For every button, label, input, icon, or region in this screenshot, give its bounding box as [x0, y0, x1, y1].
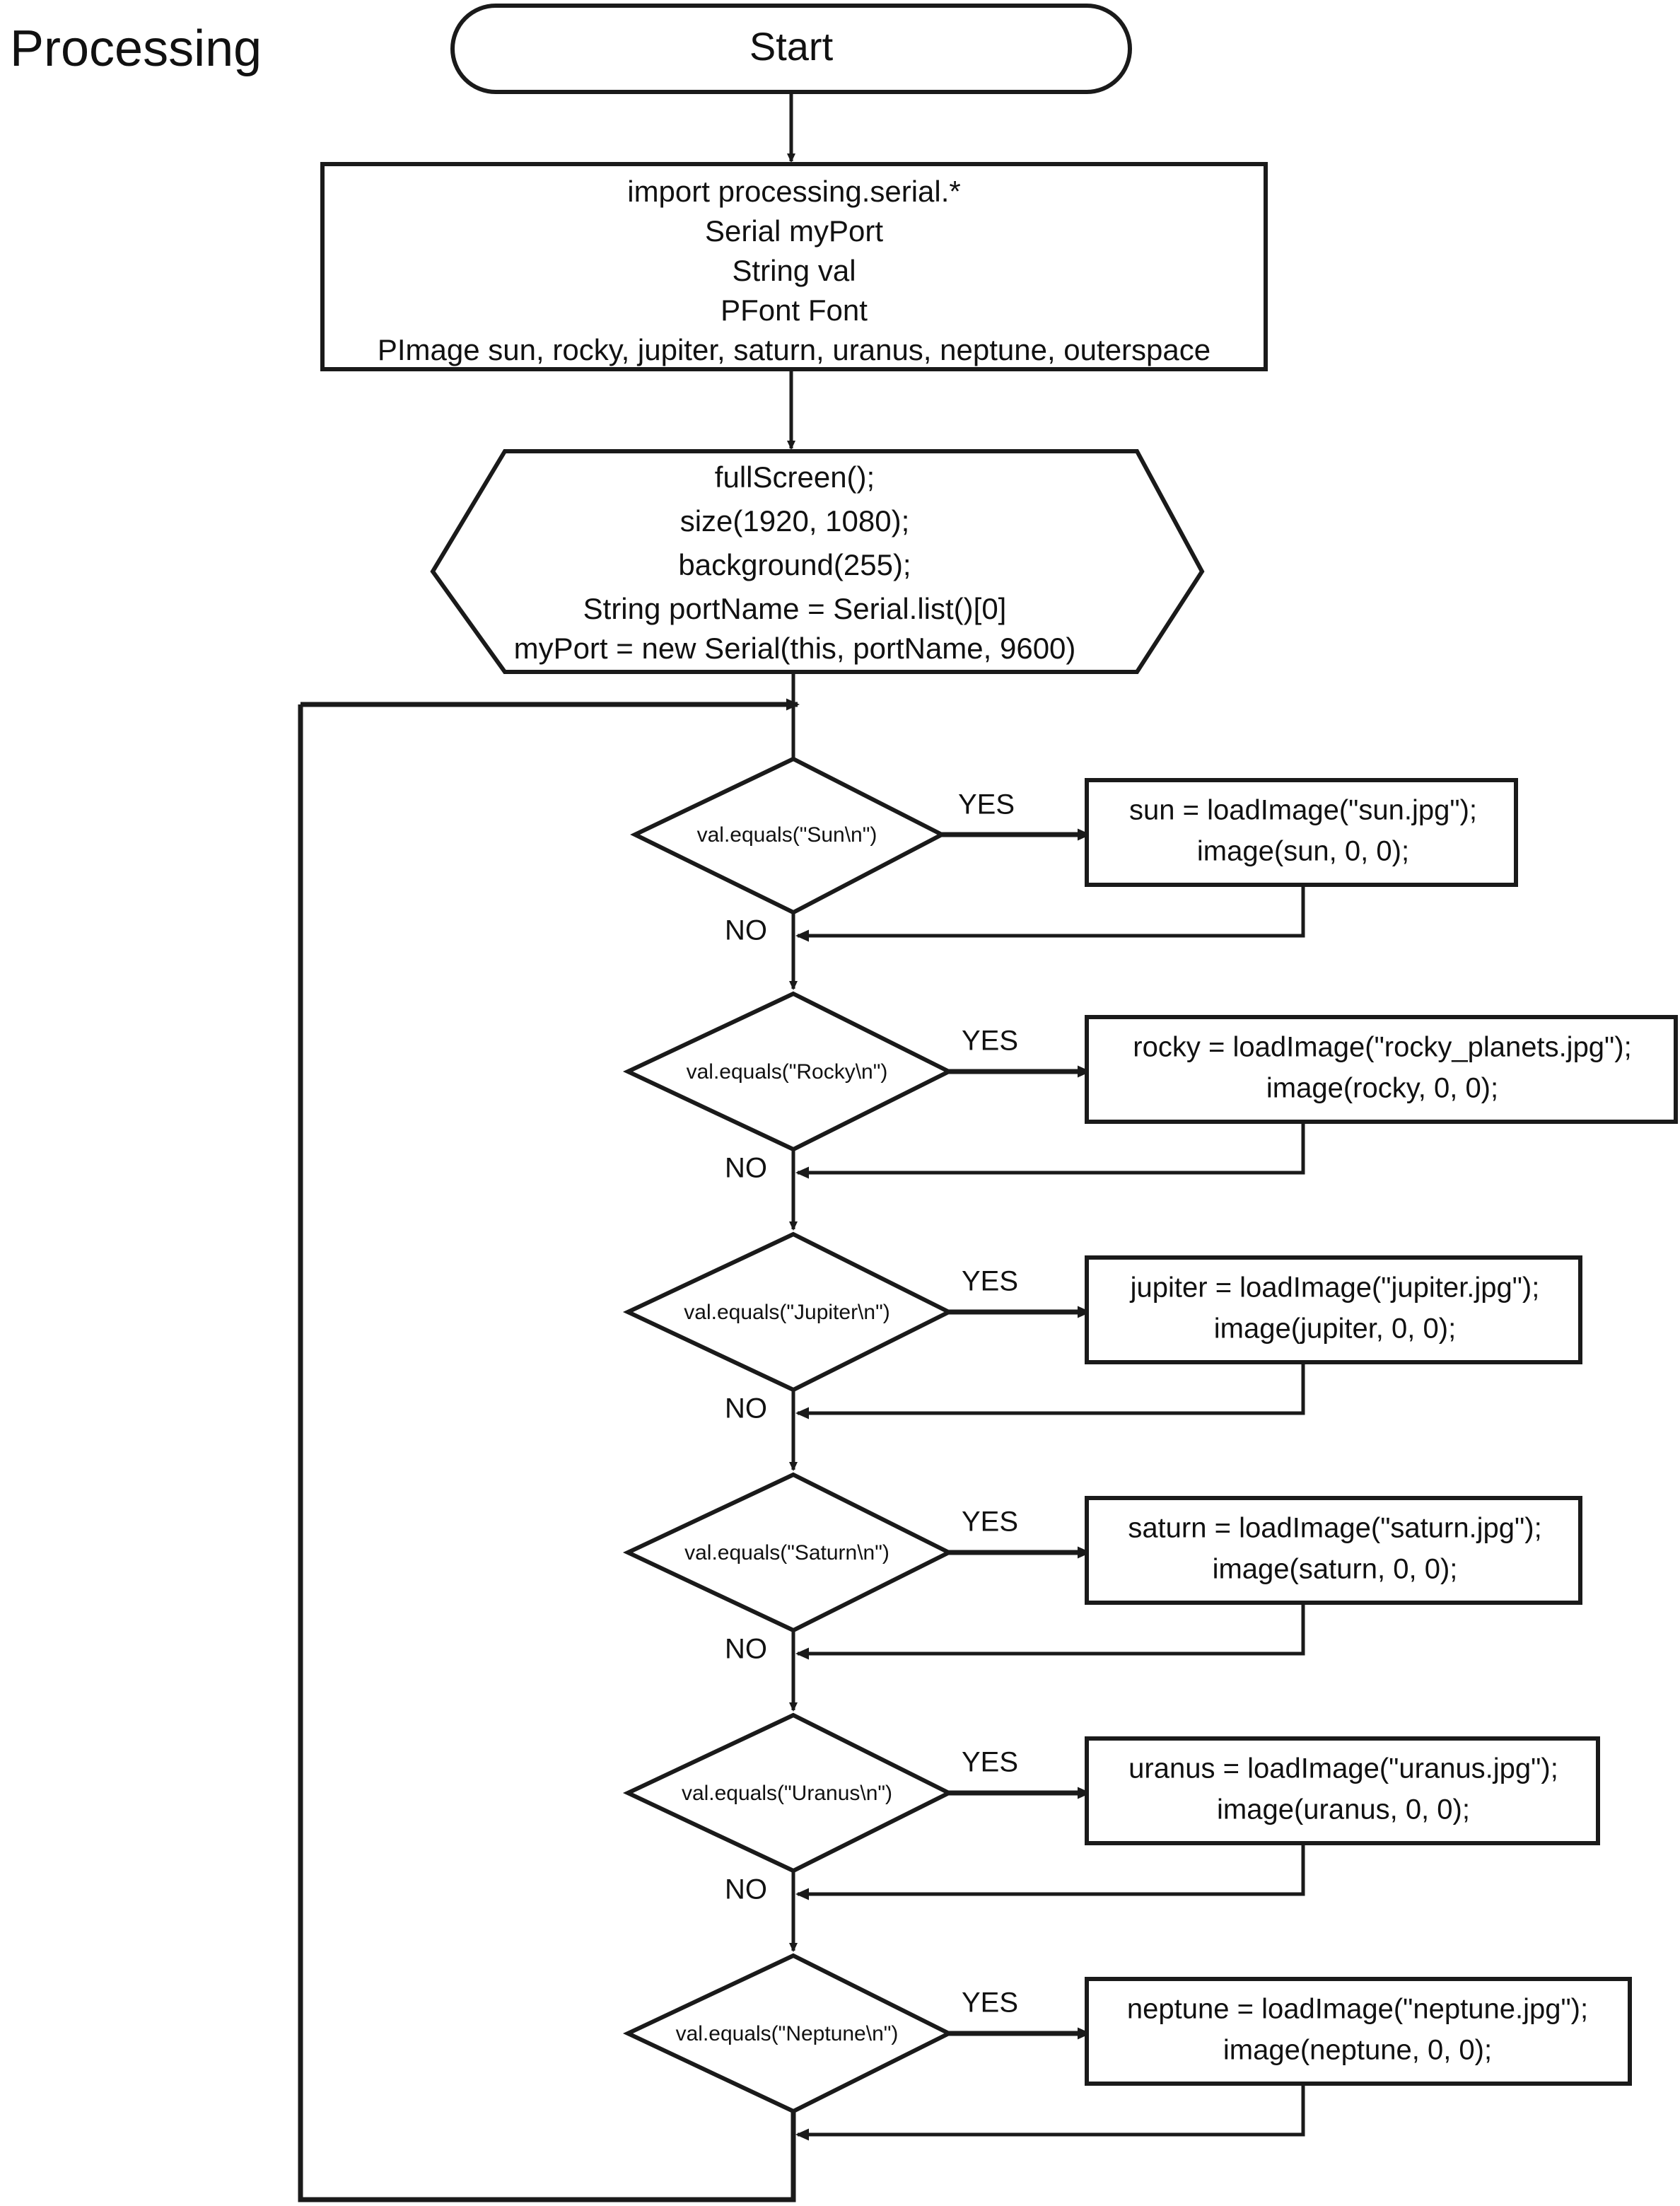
branch-yes-label-sun: YES — [958, 789, 1015, 820]
connector-global-loopback — [298, 704, 796, 2202]
action-label-uranus-line-1: uranus = loadImage("uranus.jpg"); — [1128, 1753, 1558, 1784]
branch-yes-label-neptune: YES — [962, 1987, 1018, 2019]
action-label-saturn-line-2: image(saturn, 0, 0); — [1213, 1554, 1458, 1585]
decision-label-sun: val.equals("Sun\n") — [697, 823, 877, 847]
declaration-line-2: Serial myPort — [705, 214, 883, 248]
action-node-sun[interactable] — [1085, 778, 1518, 887]
action-label-saturn-line-1: saturn = loadImage("saturn.jpg"); — [1128, 1513, 1541, 1544]
branch-yes-label-saturn: YES — [962, 1507, 1018, 1538]
connector-return-uranus — [795, 1843, 1305, 1900]
page-title: Processing — [10, 21, 262, 77]
action-node-saturn[interactable] — [1085, 1496, 1582, 1605]
branch-no-label-uranus: NO — [725, 1874, 767, 1905]
declaration-line-5: PImage sun, rocky, jupiter, saturn, uran… — [378, 333, 1211, 366]
setup-line-3: background(255); — [678, 548, 911, 581]
branch-yes-label-uranus: YES — [962, 1747, 1018, 1778]
branch-no-label-jupiter: NO — [725, 1393, 767, 1424]
action-node-rocky[interactable] — [1085, 1015, 1678, 1124]
setup-line-2: size(1920, 1080); — [680, 504, 910, 538]
branch-no-label-rocky: NO — [725, 1153, 767, 1184]
branch-yes-label-jupiter: YES — [962, 1266, 1018, 1297]
declaration-line-4: PFont Font — [721, 294, 868, 327]
declaration-node[interactable] — [320, 162, 1268, 371]
decision-label-rocky: val.equals("Rocky\n") — [687, 1060, 888, 1084]
setup-line-5: myPort = new Serial(this, portName, 9600… — [514, 632, 1076, 665]
connector-return-saturn — [795, 1603, 1305, 1660]
start-node-label: Start — [749, 24, 834, 69]
action-label-jupiter-line-1: jupiter = loadImage("jupiter.jpg"); — [1130, 1272, 1540, 1304]
branch-no-label-saturn: NO — [725, 1634, 767, 1665]
declaration-line-1: import processing.serial.* — [627, 175, 961, 208]
decision-label-saturn: val.equals("Saturn\n") — [684, 1541, 889, 1564]
connector-return-neptune — [795, 2084, 1305, 2141]
connector-return-rocky — [795, 1122, 1305, 1179]
action-node-neptune[interactable] — [1085, 1977, 1632, 2086]
setup-line-1: fullScreen(); — [715, 460, 875, 494]
setup-line-4: String portName = Serial.list()[0] — [583, 592, 1007, 625]
action-label-uranus-line-2: image(uranus, 0, 0); — [1217, 1794, 1470, 1825]
action-label-rocky-line-1: rocky = loadImage("rocky_planets.jpg"); — [1133, 1032, 1631, 1063]
setup-node[interactable] — [430, 449, 1205, 674]
action-node-jupiter[interactable] — [1085, 1255, 1582, 1364]
action-label-sun-line-1: sun = loadImage("sun.jpg"); — [1129, 795, 1477, 826]
connector-return-sun — [795, 885, 1305, 942]
action-node-uranus[interactable] — [1085, 1736, 1600, 1845]
action-label-jupiter-line-2: image(jupiter, 0, 0); — [1214, 1313, 1456, 1345]
decision-label-neptune: val.equals("Neptune\n") — [676, 2022, 899, 2045]
connector-return-jupiter — [795, 1362, 1305, 1420]
decision-label-uranus: val.equals("Uranus\n") — [682, 1782, 892, 1805]
declaration-line-3: String val — [732, 254, 856, 287]
branch-no-label-sun: NO — [725, 915, 767, 946]
action-label-neptune-line-2: image(neptune, 0, 0); — [1223, 2035, 1492, 2066]
action-label-rocky-line-2: image(rocky, 0, 0); — [1266, 1073, 1498, 1104]
decision-label-jupiter: val.equals("Jupiter\n") — [684, 1301, 889, 1324]
action-label-neptune-line-1: neptune = loadImage("neptune.jpg"); — [1127, 1994, 1588, 2025]
action-label-sun-line-2: image(sun, 0, 0); — [1197, 836, 1409, 867]
branch-yes-label-rocky: YES — [962, 1026, 1018, 1057]
